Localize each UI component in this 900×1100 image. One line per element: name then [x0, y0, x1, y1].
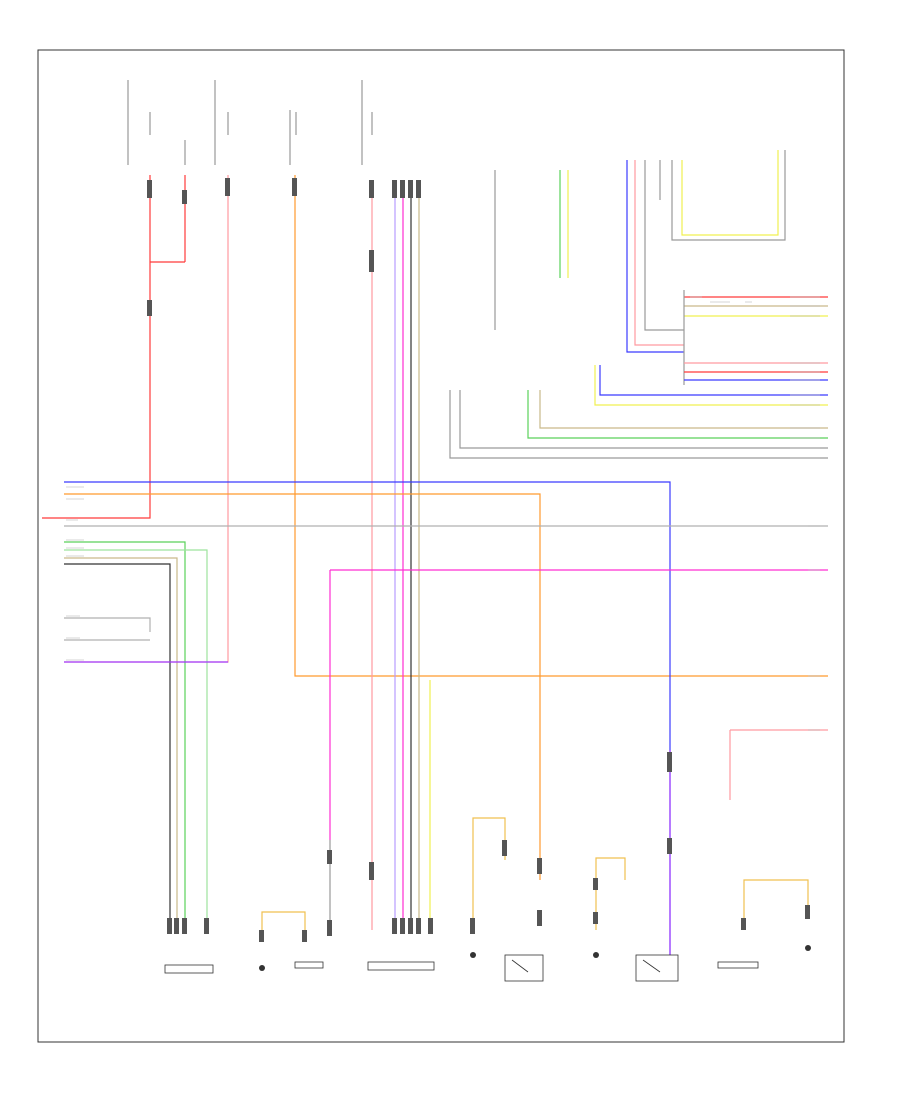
fuse-stubs	[127, 80, 373, 165]
ground-symbol-3	[593, 952, 599, 958]
left-bus-wiring	[64, 481, 828, 960]
component-box-2	[294, 961, 324, 969]
lower-connector-ticks	[167, 752, 810, 942]
component-box-4	[717, 961, 759, 969]
bottom-components	[164, 945, 811, 982]
component-box-3	[367, 961, 435, 971]
relay-box-1	[504, 954, 544, 982]
ground-symbol-1	[259, 965, 265, 971]
wire-orange-a	[294, 175, 828, 677]
bottom-loops	[261, 817, 809, 930]
fuse-tick-marks	[147, 178, 421, 316]
component-box-1	[164, 964, 214, 974]
wire-red-a	[42, 175, 186, 519]
ground-symbol-4	[805, 945, 811, 951]
ground-symbol-2	[470, 952, 476, 958]
diagram-frame	[37, 49, 845, 1043]
relay-box-2	[635, 954, 679, 982]
pin-code-marks	[66, 296, 820, 731]
top-right-wiring	[449, 150, 828, 459]
wire-pink-a	[64, 175, 229, 663]
fuse-wires	[42, 175, 828, 930]
